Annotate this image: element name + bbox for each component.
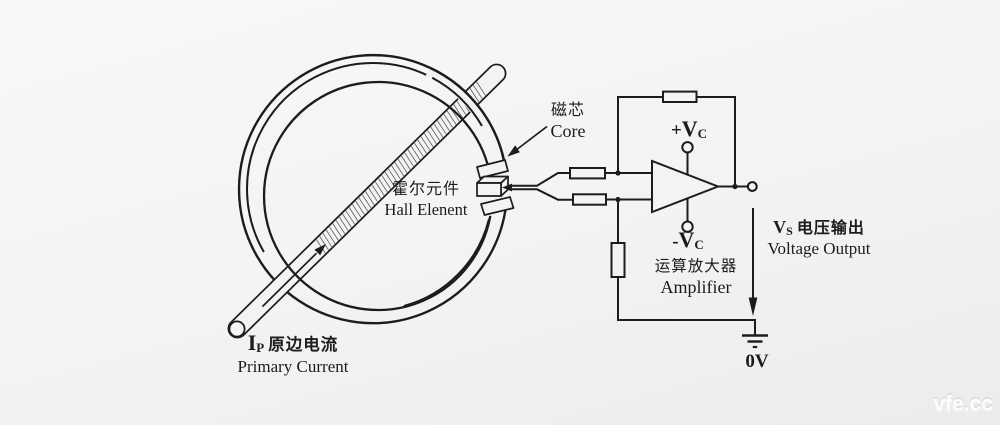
core-label-en: Core [550, 120, 586, 141]
ground-symbol-icon [742, 334, 768, 349]
core-inner-hint-arc [403, 218, 490, 307]
hall-element [476, 175, 509, 197]
current-direction-arrow-icon [314, 244, 326, 256]
core-pointer [507, 125, 548, 157]
primary-current-label: IP 原边电流 Primary Current [230, 330, 356, 378]
core-pointer-arrow-icon [507, 145, 520, 157]
positive-symbol: V [681, 116, 698, 141]
output-symbol: V [773, 217, 787, 237]
output-label-zh: 电压输出 [796, 220, 865, 237]
negative-sign: - [672, 231, 679, 252]
hall-lead-top-wire [512, 172, 570, 187]
current-arrow-shaft [261, 252, 318, 308]
rod-end-face [228, 320, 246, 338]
negative-supply-terminal [681, 220, 694, 233]
positive-supply-terminal [681, 141, 694, 154]
hall-element-label: 霍尔元件 Hall Elenent [370, 180, 482, 220]
resistor-feedback [662, 90, 698, 103]
amplifier-label-en: Amplifier [660, 276, 732, 297]
resistor-bottom-input [572, 193, 607, 206]
core-offset-arc-front [431, 76, 483, 127]
primary-label-line1: IP 原边电流 [230, 330, 356, 357]
output-label-line1: VS 电压输出 [763, 217, 875, 239]
output-subscript: S [786, 224, 793, 238]
output-label-en: Voltage Output [767, 238, 871, 258]
primary-label-en: Primary Current [237, 356, 349, 376]
core-band-occluder [425, 67, 503, 157]
gap-lower-face [480, 196, 515, 216]
ground-return-wire [617, 277, 756, 335]
core-label-zh: 磁芯 [550, 102, 585, 119]
resistor-to-ground [610, 242, 626, 278]
positive-subscript: C [697, 126, 708, 141]
air-gap [476, 159, 515, 216]
junction-dot [615, 170, 621, 176]
output-terminal [746, 181, 758, 192]
hall-element-front-face [476, 182, 502, 197]
hall-lead-bottom-wire [512, 188, 573, 201]
amplifier-circuit [502, 90, 768, 349]
hall-lead-arrow-icon [502, 183, 512, 192]
junction-dot [615, 196, 621, 203]
voltage-output-label: VS 电压输出 Voltage Output [763, 217, 875, 260]
negative-supply-label: -VC [664, 227, 712, 254]
hall-label-zh: 霍尔元件 [391, 181, 460, 198]
watermark: vfe.cc [933, 392, 993, 415]
positive-sign: + [670, 120, 682, 141]
positive-supply-label: +VC [664, 116, 714, 143]
negative-symbol: V [678, 227, 695, 252]
rod-hatching [316, 81, 486, 254]
amplifier-label-zh: 运算放大器 [654, 258, 738, 275]
primary-symbol: I [247, 330, 257, 355]
junction-dot [732, 183, 738, 190]
amplifier-label: 运算放大器 Amplifier [638, 258, 754, 299]
core-label: 磁芯 Core [536, 101, 600, 142]
resistor-top-input [569, 167, 606, 180]
gap-upper-face [476, 159, 509, 179]
primary-subscript: P [256, 340, 265, 355]
core-inner-arc [262, 80, 492, 312]
negative-subscript: C [694, 237, 704, 252]
opamp-triangle [651, 159, 721, 214]
core-outer-arc-front [429, 66, 507, 171]
hall-label-en: Hall Elenent [384, 199, 468, 219]
primary-conductor-rod [227, 63, 507, 339]
primary-label-zh: 原边电流 [268, 335, 339, 354]
output-voltage-arrow-icon [748, 297, 758, 316]
ground-label: 0V [745, 351, 769, 372]
